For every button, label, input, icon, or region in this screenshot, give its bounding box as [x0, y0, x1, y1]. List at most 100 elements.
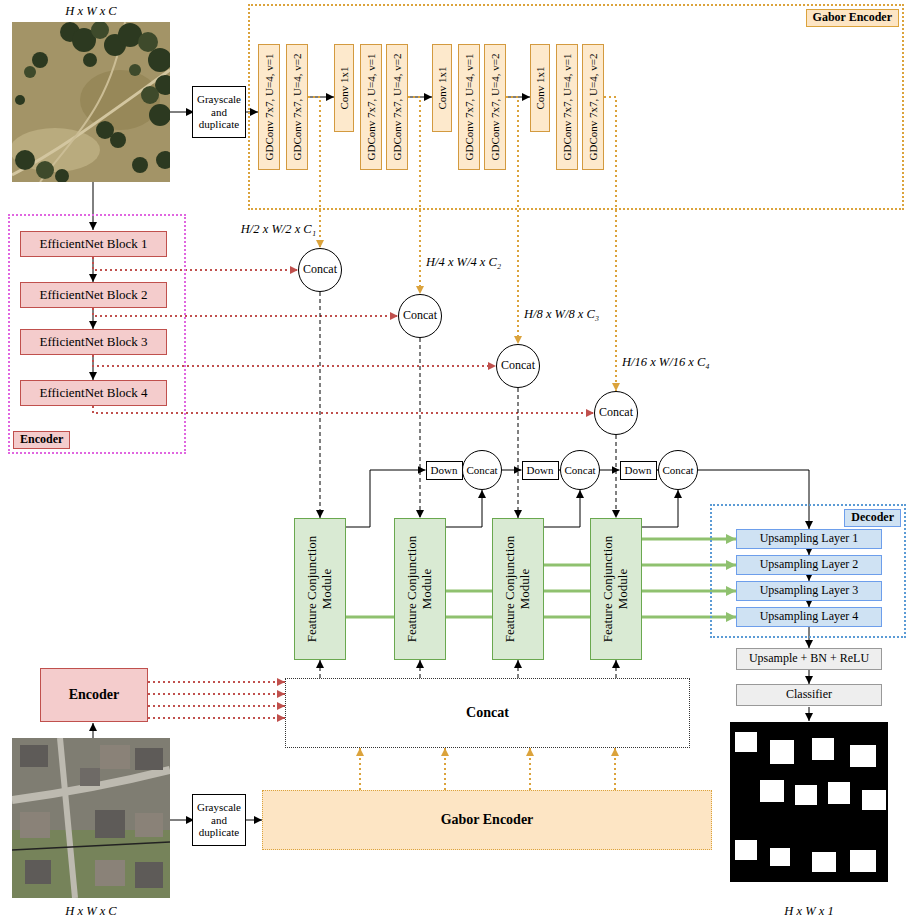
image-arrow	[93, 182, 94, 230]
connector	[642, 564, 736, 567]
trail	[12, 70, 170, 175]
connector	[544, 590, 590, 593]
node-text: GDConv 7x7, U=4, v=2	[489, 48, 502, 166]
mask-background	[730, 722, 888, 894]
encoder-group: Encoder EfficientNet Block 1 EfficientNet …	[8, 214, 186, 454]
mask-strip	[730, 882, 888, 894]
node-text: Feature Conjunction Module	[305, 522, 335, 656]
node-text: GDConv 7x7, U=4, v=2	[391, 48, 404, 166]
group-heading: Encoder	[13, 431, 70, 449]
parcel-line	[12, 842, 170, 850]
gdconv-layer: GDConv 7x7, U=4, v=2	[484, 44, 506, 170]
node-text: GDConv 7x7, U=4, v=1	[365, 48, 378, 166]
connector	[544, 616, 590, 619]
output-mask	[730, 722, 888, 894]
node-text: Concat	[662, 464, 693, 477]
node-text: Conv 1x1	[534, 48, 547, 128]
connector	[444, 748, 446, 790]
dimension-label: H x W x C	[65, 904, 116, 919]
node-text: Grayscale and duplicate	[195, 93, 243, 131]
building	[862, 790, 886, 810]
building	[828, 782, 850, 804]
tree	[15, 95, 25, 105]
connector	[320, 292, 321, 518]
node-text: GDConv 7x7, U=4, v=1	[263, 48, 276, 166]
efficientnet-block: EfficientNet Block 2	[20, 282, 167, 308]
group-heading: Gabor Encoder	[806, 9, 899, 27]
connector	[506, 97, 518, 344]
down-box: Down	[522, 461, 559, 480]
efficientnet-block: EfficientNet Block 1	[20, 231, 167, 257]
tree	[36, 161, 54, 179]
gdconv-layer: GDConv 7x7, U=4, v=2	[582, 44, 604, 170]
node-text: GDConv 7x7, U=4, v=1	[561, 48, 574, 166]
dimension-label: H/2 x W/2 x C₁	[241, 222, 316, 237]
connector	[446, 616, 492, 619]
node-text: Feature Conjunction Module	[503, 522, 533, 656]
connector	[148, 705, 285, 707]
encoder-box: Encoder	[40, 668, 148, 722]
fcm-module: Feature Conjunction Module	[590, 518, 642, 660]
fcm-module: Feature Conjunction Module	[394, 518, 446, 660]
node-text: Concat	[564, 464, 595, 477]
building	[770, 848, 790, 866]
trail	[40, 22, 125, 182]
node-text: EfficientNet Block 3	[39, 335, 147, 350]
dimension-label: H/16 x W/16 x C₄	[622, 355, 710, 370]
dimension-label: H x W x C	[65, 4, 116, 19]
building	[850, 745, 876, 767]
preprocess-box: Grayscale and duplicate	[192, 794, 246, 846]
group-heading: Decoder	[844, 509, 901, 527]
concat-node: Concat	[496, 344, 540, 388]
gabor-encoder-box: Gabor Encoder	[262, 790, 712, 850]
connector	[420, 660, 421, 678]
tree	[129, 64, 141, 76]
efficientnet-block: EfficientNet Block 3	[20, 329, 167, 355]
node-text: Grayscale and duplicate	[195, 801, 243, 839]
image-arrow	[93, 723, 94, 738]
tree	[141, 86, 159, 104]
node-text: EfficientNet Block 4	[39, 386, 147, 401]
house	[135, 748, 163, 770]
field-patch	[80, 70, 160, 130]
gdconv-layer: GDConv 7x7, U=4, v=1	[360, 44, 382, 170]
connector	[148, 681, 285, 683]
tree	[24, 66, 36, 78]
connector	[308, 97, 334, 98]
building	[735, 840, 757, 860]
connector	[148, 693, 285, 695]
connector	[320, 660, 321, 678]
node-text: Feature Conjunction Module	[601, 522, 631, 656]
node-text: Upsampling Layer 3	[760, 584, 859, 598]
connector	[642, 590, 736, 593]
building	[795, 785, 817, 805]
connector	[246, 820, 262, 821]
node-text: Concat	[466, 464, 497, 477]
efficientnet-block: EfficientNet Block 4	[20, 380, 167, 406]
image-arrow	[809, 707, 810, 721]
building	[770, 740, 794, 764]
node-text: Gabor Encoder	[441, 812, 534, 828]
building	[735, 732, 757, 752]
tree	[91, 22, 109, 39]
connector	[93, 308, 398, 316]
connector	[604, 97, 616, 391]
node-text: Feature Conjunction Module	[405, 522, 435, 656]
tree	[83, 53, 97, 67]
concat-node: Concat	[560, 450, 600, 490]
tree	[149, 104, 170, 126]
node-text: GDConv 7x7, U=4, v=2	[587, 48, 600, 166]
upsampling-layer: Upsampling Layer 4	[736, 607, 882, 627]
connector	[93, 257, 298, 270]
connector	[518, 388, 519, 518]
tree	[132, 157, 148, 173]
connector	[809, 670, 810, 684]
connector	[408, 97, 420, 294]
house	[135, 813, 163, 837]
connector	[420, 338, 421, 518]
lawn	[12, 830, 170, 898]
dimension-label: H/4 x W/4 x C₂	[426, 255, 501, 270]
node-text: GDConv 7x7, U=4, v=1	[463, 48, 476, 166]
connector	[93, 406, 594, 413]
node-text: Conv 1x1	[436, 48, 449, 128]
